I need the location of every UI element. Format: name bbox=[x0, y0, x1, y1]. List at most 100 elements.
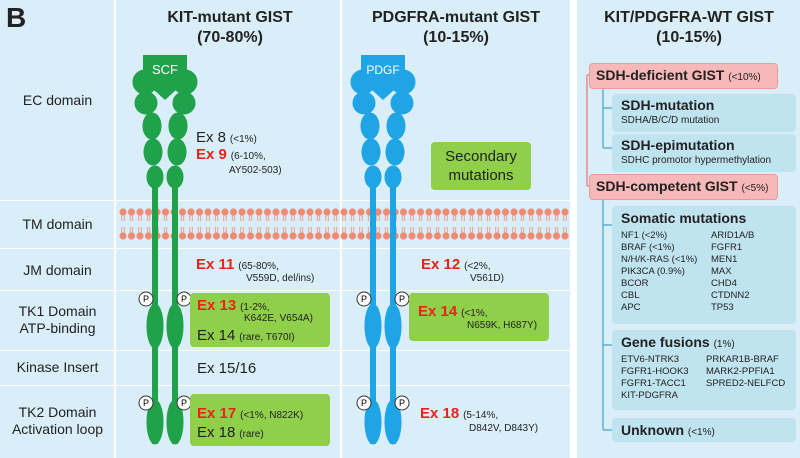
gene-fusions-title: Gene fusions (1%) bbox=[621, 334, 735, 350]
receptor-diagram: SCF PDGF P P P bbox=[119, 55, 569, 445]
kit-ex9-detail: AY502-503) bbox=[229, 165, 282, 176]
pdgfra-ex12-detail: V561D) bbox=[470, 273, 504, 284]
svg-text:P: P bbox=[361, 294, 367, 304]
secondary-mutations-box bbox=[431, 142, 531, 190]
svg-text:P: P bbox=[361, 398, 367, 408]
phospho-marker: P bbox=[176, 291, 192, 307]
unknown-title: Unknown (<1%) bbox=[621, 422, 715, 438]
sdh-epimutation-title: SDH-epimutation bbox=[621, 137, 735, 153]
gene-fusions-right-list: PRKAR1B-BRAF MARK2-PPFIA1 SPRED2-NELFCD bbox=[706, 354, 785, 390]
list-item: PIK3CA (0.9%) bbox=[621, 266, 685, 277]
list-item: MEN1 bbox=[711, 254, 738, 265]
cell-membrane bbox=[119, 208, 569, 240]
list-item: MARK2-PPFIA1 bbox=[706, 366, 775, 377]
phospho-marker: P bbox=[394, 395, 410, 411]
sdh-deficient-box bbox=[589, 63, 778, 89]
pdgfra-ex18-detail: D842V, D843Y) bbox=[469, 423, 539, 434]
sdh-mutation-title: SDH-mutation bbox=[621, 97, 715, 113]
sdh-mutation-box bbox=[612, 94, 796, 132]
list-item: NF1 (<2%) bbox=[621, 230, 668, 241]
kit-ex14: Ex 14 (rare, T670I) bbox=[197, 327, 295, 344]
list-item: MAX bbox=[711, 266, 732, 277]
phospho-marker: P bbox=[394, 291, 410, 307]
pdgfra-receptor bbox=[350, 69, 416, 445]
kit-ex17: Ex 17 (<1%, N822K) bbox=[197, 405, 304, 422]
svg-text:P: P bbox=[181, 294, 187, 304]
phospho-marker: P bbox=[356, 291, 372, 307]
kit-ex8: Ex 8 (<1%) bbox=[196, 129, 257, 146]
unknown-box bbox=[612, 418, 796, 442]
svg-text:P: P bbox=[143, 294, 149, 304]
list-item: CBL bbox=[621, 290, 640, 301]
somatic-mutations-left-list: NF1 (<2%) BRAF (<1%) N/H/K-RAS (<1%) PIK… bbox=[621, 230, 697, 314]
sdh-epimutation-sub: SDHC promotor hypermethylation bbox=[621, 155, 772, 166]
row-label-ec: EC domain bbox=[22, 92, 93, 108]
wt-column-title: KIT/PDGFRA-WT GIST(10-15%) bbox=[604, 9, 774, 46]
svg-text:P: P bbox=[399, 398, 405, 408]
kit-column-title: KIT-mutant GIST(70-80%) bbox=[167, 9, 293, 46]
pdgfra-ex14: Ex 14 (<1%, bbox=[418, 303, 488, 320]
phospho-marker: P bbox=[138, 291, 154, 307]
gene-fusions-left-list: ETV6-NTRK3 FGFR1-HOOK3 FGFR1-TACC1 KIT-P… bbox=[621, 354, 689, 402]
gene-fusions-box bbox=[612, 330, 796, 410]
list-item: SPRED2-NELFCD bbox=[706, 378, 786, 389]
list-item: ETV6-NTRK3 bbox=[621, 354, 680, 365]
pdgf-label: PDGF bbox=[366, 63, 399, 77]
scf-label: SCF bbox=[152, 62, 178, 77]
list-item: FGFR1 bbox=[711, 242, 743, 253]
list-item: N/H/K-RAS (<1%) bbox=[621, 254, 698, 265]
list-item: CTDNN2 bbox=[711, 290, 750, 301]
row-label-kinase-insert: Kinase Insert bbox=[16, 359, 99, 375]
kit-ex11: Ex 11 (65-80%, bbox=[196, 256, 279, 273]
sdh-epimutation-box bbox=[612, 134, 796, 172]
row-separator bbox=[0, 385, 570, 386]
kit-ex15-16: Ex 15/16 bbox=[197, 360, 257, 377]
row-label-jm: JM domain bbox=[23, 262, 92, 278]
phospho-marker: P bbox=[356, 395, 372, 411]
scf-ligand bbox=[143, 55, 187, 100]
pdgfra-ex14-detail: N659K, H687Y) bbox=[467, 320, 538, 331]
somatic-mutations-box bbox=[612, 206, 796, 324]
row-separator bbox=[0, 350, 570, 351]
list-item: FGFR1-TACC1 bbox=[621, 378, 686, 389]
sdh-competent-title: SDH-competent GIST (<5%) bbox=[596, 178, 769, 194]
list-item: BRAF (<1%) bbox=[621, 242, 675, 253]
pdgfra-receptor-right-chain bbox=[384, 69, 416, 445]
row-separator bbox=[0, 290, 570, 291]
list-item: BCOR bbox=[621, 278, 649, 289]
kit-ex13: Ex 13 (1-2%, bbox=[197, 297, 270, 314]
left-panel-bg bbox=[0, 0, 570, 458]
sdh-deficient-title: SDH-deficient GIST (<10%) bbox=[596, 67, 761, 83]
pdgfra-tk1-mutation-box bbox=[409, 293, 549, 341]
kit-tk2-mutation-box bbox=[190, 394, 330, 446]
list-item: ARID1A/B bbox=[711, 230, 755, 241]
kit-receptor-right-chain bbox=[166, 69, 198, 445]
row-separator bbox=[0, 248, 570, 249]
list-item: APC bbox=[621, 302, 641, 313]
list-item: PRKAR1B-BRAF bbox=[706, 354, 779, 365]
pdgfra-column-title: PDGFRA-mutant GIST(10-15%) bbox=[372, 9, 540, 46]
list-item: CHD4 bbox=[711, 278, 737, 289]
column-separator bbox=[114, 0, 116, 458]
phospho-marker: P bbox=[176, 395, 192, 411]
svg-text:P: P bbox=[143, 398, 149, 408]
pdgfra-ex18: Ex 18 (5-14%, bbox=[420, 405, 499, 422]
somatic-mutations-right-list: ARID1A/B FGFR1 MEN1 MAX CHD4 CTDNN2 TP53 bbox=[711, 230, 754, 314]
panel-letter: B bbox=[6, 2, 27, 33]
column-separator bbox=[340, 0, 342, 458]
sdh-competent-box bbox=[589, 174, 778, 200]
pdgfra-ex12: Ex 12 (<2%, bbox=[421, 256, 491, 273]
kit-tk1-mutation-box bbox=[190, 293, 330, 347]
kit-receptor-left-chain bbox=[132, 69, 164, 445]
sdh-mutation-sub: SDHA/B/C/D mutation bbox=[621, 115, 720, 126]
pdgfra-receptor-left-chain bbox=[350, 69, 382, 445]
kit-ex13-detail: K642E, V654A) bbox=[244, 313, 313, 324]
kit-receptor bbox=[132, 69, 198, 445]
somatic-mutations-title: Somatic mutations bbox=[621, 210, 747, 226]
list-item: FGFR1-HOOK3 bbox=[621, 366, 689, 377]
kit-ex18: Ex 18 (rare) bbox=[197, 424, 264, 441]
list-item: KIT-PDGFRA bbox=[621, 390, 679, 401]
